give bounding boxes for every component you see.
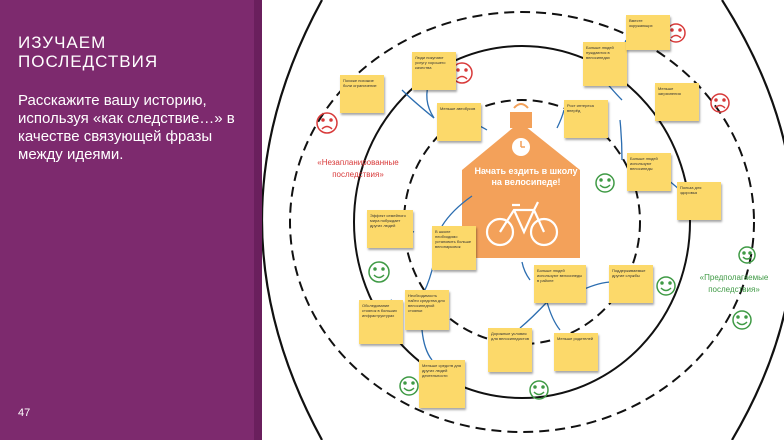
- sticky-note: Вместе окружающих: [626, 15, 670, 50]
- sticky-note: Похоже похожие боли ограничение: [340, 75, 384, 113]
- sticky-note: Больше людей нуждаются в велосипедах: [583, 42, 627, 86]
- slide-page-number: 47: [18, 407, 31, 419]
- sad-face-icon: [710, 93, 730, 113]
- sticky-note: В школе необходимо установить больше вел…: [432, 226, 476, 270]
- bicycle-icon: [485, 201, 559, 247]
- expected-consequences-label: «Предполагаемые последствия»: [699, 273, 769, 294]
- happy-face-icon: [738, 246, 756, 264]
- center-goal-label: Начать ездить в школу на велосипеде!: [474, 166, 578, 187]
- slide-body-text: Расскажите вашу историю, используя «как …: [18, 92, 235, 163]
- sticky-note: Меньше автобусов: [437, 103, 481, 141]
- happy-face-icon: [656, 276, 676, 296]
- sticky-note: Меньше средств для других людей деятельн…: [419, 360, 465, 408]
- happy-face-icon: [529, 380, 549, 400]
- consequence-diagram: Начать ездить в школу на велосипеде! «Не…: [262, 0, 784, 440]
- sticky-note: Меньше загрязнения: [655, 83, 699, 121]
- slide-title: ИЗУЧАЕМ ПОСЛЕДСТВИЯ: [18, 33, 159, 71]
- sidebar-panel: [0, 0, 258, 440]
- sticky-note: Больше людей используют велосипеды в рай…: [534, 265, 586, 303]
- sticky-note: Эффект семейного мира побуждает других л…: [367, 210, 413, 248]
- sticky-note: Необходимость найти средства для велосип…: [405, 290, 449, 330]
- sticky-note: Обследование стоянок в больших инфрастру…: [359, 300, 403, 344]
- sticky-note: Люди покупают услугу хорошего качества: [412, 52, 456, 90]
- sticky-note: Поддерживаемые другие службы: [609, 265, 653, 303]
- happy-face-icon: [399, 376, 419, 396]
- happy-face-icon: [595, 173, 615, 193]
- sidebar-accent-strip: [254, 0, 262, 440]
- diagram-rings: [262, 0, 784, 440]
- sticky-note: Больше людей используют велосипеды: [627, 153, 671, 191]
- happy-face-icon: [732, 310, 752, 330]
- unplanned-consequences-label: «Незапланированные последствия»: [317, 158, 399, 179]
- house-icon: [462, 103, 580, 258]
- sticky-note: Рост интереса вперёд: [564, 100, 608, 138]
- sad-face-icon: [316, 112, 338, 134]
- sticky-note: Меньше родителей: [554, 333, 598, 371]
- happy-face-icon: [368, 261, 390, 283]
- sticky-note: Польза для здоровья: [677, 182, 721, 220]
- sticky-note: Дорожные условия для велосипедистов: [488, 328, 532, 372]
